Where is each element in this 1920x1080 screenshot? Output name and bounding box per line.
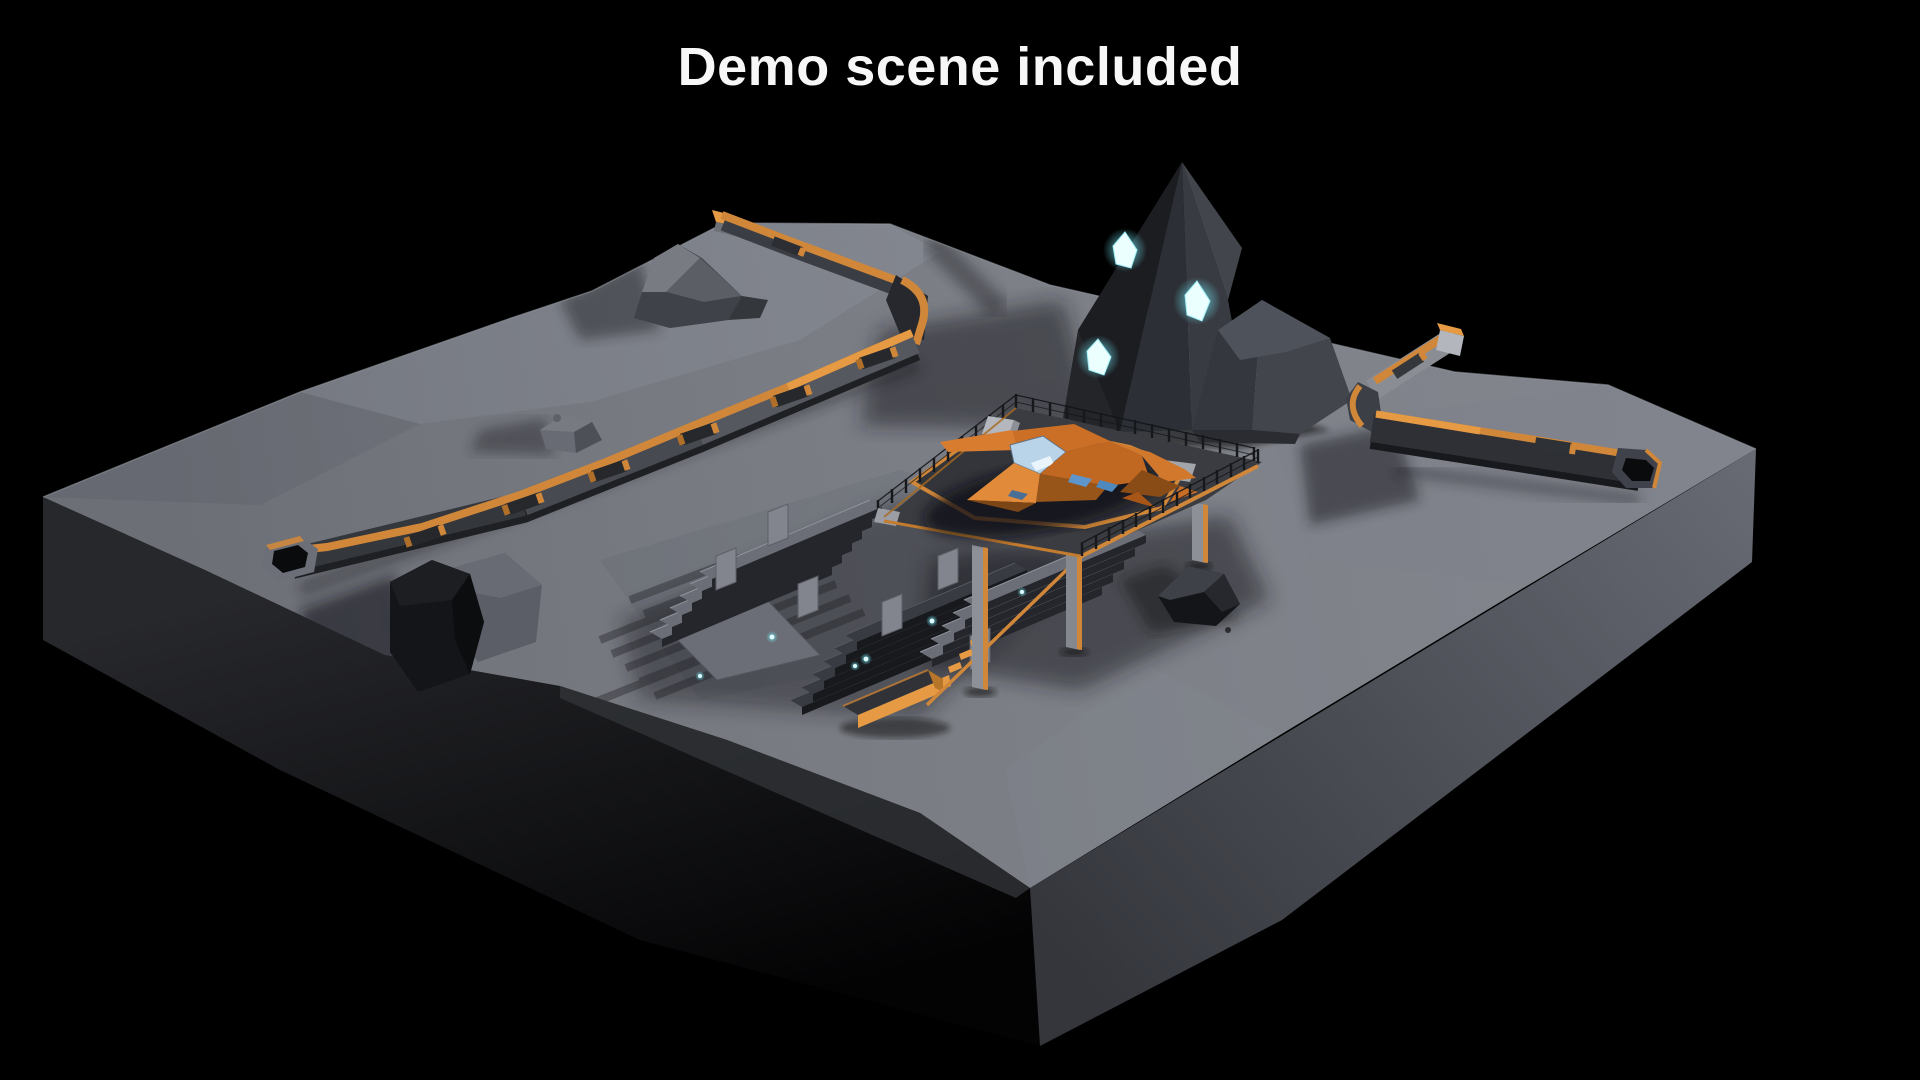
small-rock: [540, 414, 602, 453]
fence-post: [904, 479, 908, 493]
terrain-back-edge-highlight: [42, 222, 1757, 498]
pipe-end-cap: [1436, 330, 1464, 356]
crystal: [1086, 338, 1112, 376]
fence-post: [1215, 470, 1219, 484]
terrain-front-ledge: [560, 686, 1030, 898]
terrain-right-face: [1030, 449, 1756, 1046]
deck-trim-front-left: [883, 519, 1081, 558]
ship-right-wing: [1110, 441, 1196, 482]
platform-legs: [972, 502, 1208, 690]
fence-post: [1188, 484, 1192, 498]
glowing-crystals: [1076, 228, 1221, 379]
fence-post: [1218, 439, 1222, 453]
fence-post: [1082, 409, 1086, 423]
small-rock-right: [1158, 566, 1240, 633]
fence-post: [1202, 477, 1206, 491]
fence-post: [1048, 402, 1052, 416]
fence-post: [1116, 417, 1120, 431]
crystal-mountain: [1063, 162, 1352, 444]
fence-post: [1184, 432, 1188, 446]
fence-post: [1229, 463, 1233, 477]
rock-pile: [634, 244, 768, 328]
deck-trim-left: [883, 407, 1017, 518]
page-title: Demo scene included: [677, 37, 1243, 97]
fence-post: [890, 489, 894, 503]
ship-left-wing: [940, 430, 1018, 452]
pipe-collars: [403, 346, 899, 548]
fence-post: [1148, 506, 1152, 520]
fence-post: [1094, 535, 1098, 549]
fence-post: [1134, 513, 1138, 527]
stairs: [649, 499, 1147, 738]
cockpit-glint: [1031, 456, 1054, 471]
fence-post: [1065, 405, 1069, 419]
fence-post: [1256, 449, 1260, 463]
ship-engines: [1008, 474, 1118, 500]
dark-boulder: [390, 553, 542, 692]
orange-ramp-trim: [925, 555, 1082, 707]
fence-post: [1107, 527, 1111, 541]
fence-post: [1201, 435, 1205, 449]
fence-post: [1242, 456, 1246, 470]
fence-front-right: [1080, 449, 1260, 556]
fence-post: [932, 458, 936, 472]
deck-trim-front-right: [1079, 464, 1259, 559]
fence-post: [1175, 492, 1179, 506]
stair-landing: [842, 669, 943, 728]
terrain-front-face: [43, 497, 1040, 1046]
fence-post: [1133, 420, 1137, 434]
fence-post: [1121, 520, 1125, 534]
fence-post: [1167, 428, 1171, 442]
fence-back: [876, 394, 1256, 514]
left-pipeline: [262, 210, 929, 581]
crystal: [1112, 231, 1138, 269]
crystal: [1184, 280, 1211, 322]
fence-post: [1014, 394, 1018, 408]
fence-post: [1235, 443, 1239, 457]
right-pipeline: [1346, 323, 1663, 491]
fence-post: [1150, 424, 1154, 438]
spaceship: [923, 424, 1198, 538]
fence-post: [1031, 398, 1035, 412]
fence-post: [1099, 413, 1103, 427]
fence-post: [1080, 542, 1084, 556]
ship-top-ridge: [1004, 424, 1110, 452]
ship-body-right: [1040, 441, 1150, 486]
fence-post: [1161, 499, 1165, 513]
fence-post: [918, 468, 922, 482]
